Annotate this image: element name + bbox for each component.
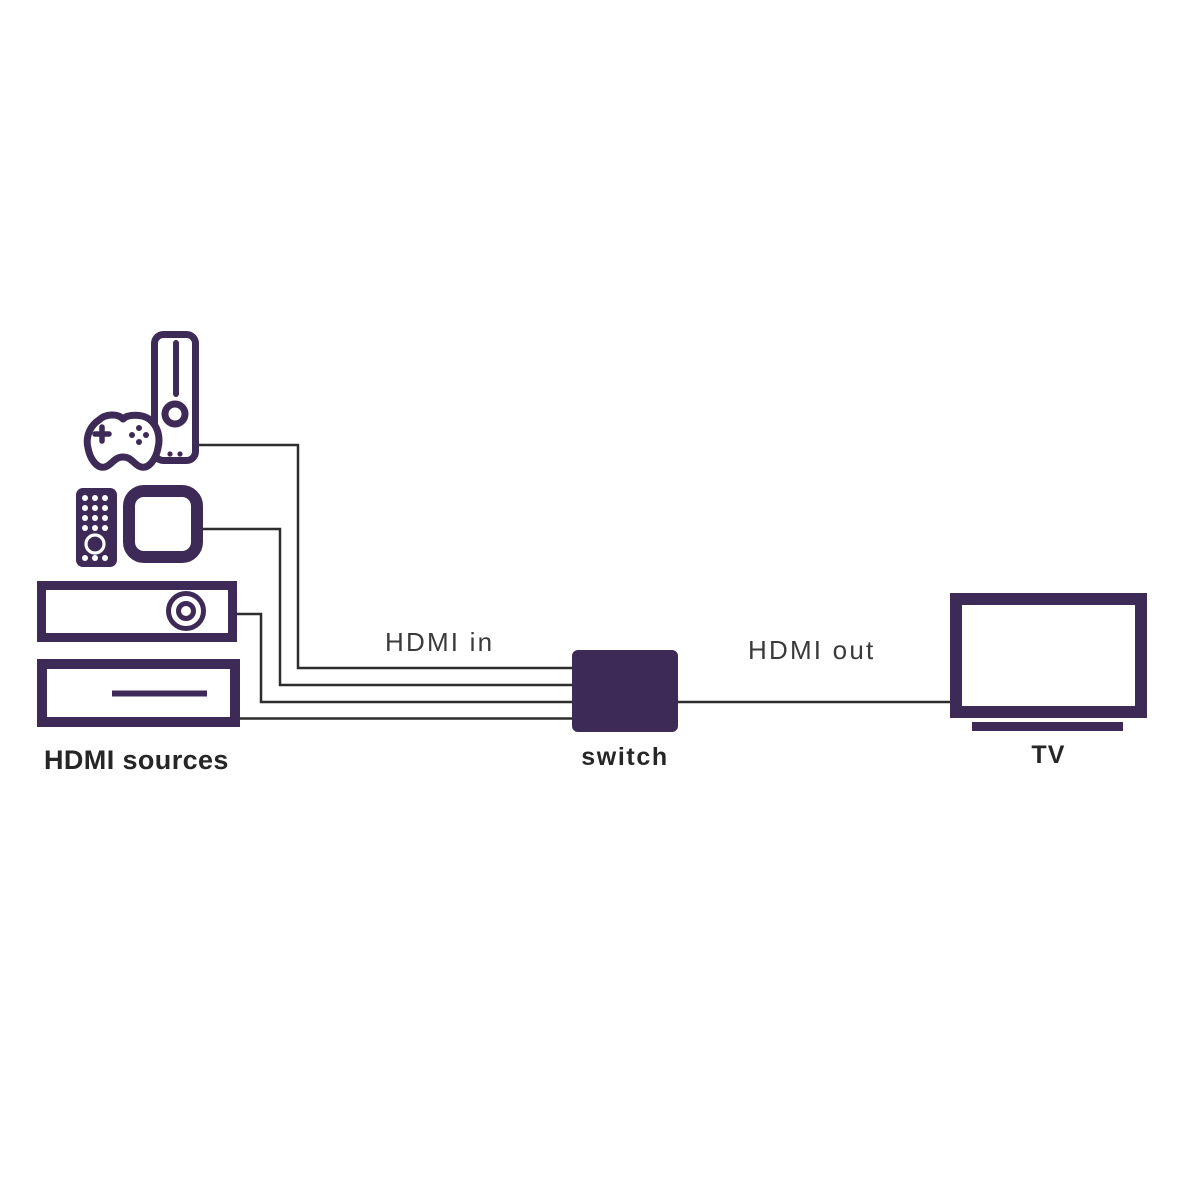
switch-label: switch: [581, 743, 669, 771]
switch-box: [572, 650, 678, 732]
cable-console-to-switch: [199, 443, 572, 670]
remote-buttons: [82, 495, 108, 561]
dpad-icon: [92, 424, 112, 444]
tv-label: TV: [1031, 741, 1066, 769]
remote-control-icon: [76, 488, 117, 567]
hdmi-out-label: HDMI out: [748, 635, 876, 665]
hdmi-in-label: HDMI in: [385, 627, 495, 657]
hdmi-sources-label: HDMI sources: [44, 745, 229, 775]
game-console-icon: [151, 331, 199, 464]
disc-player-icon: [37, 581, 237, 642]
cable-streamingbox-to-switch: [203, 527, 572, 687]
action-buttons-icon: [129, 425, 149, 445]
tv-stand: [972, 722, 1123, 731]
streaming-box-icon: [123, 485, 203, 563]
cable-discplayer-to-switch: [237, 612, 572, 704]
hdmi-in-cables: [199, 443, 572, 720]
game-controller-icon: [83, 411, 163, 471]
media-box-icon: [37, 659, 240, 727]
tv-icon: [950, 593, 1147, 731]
